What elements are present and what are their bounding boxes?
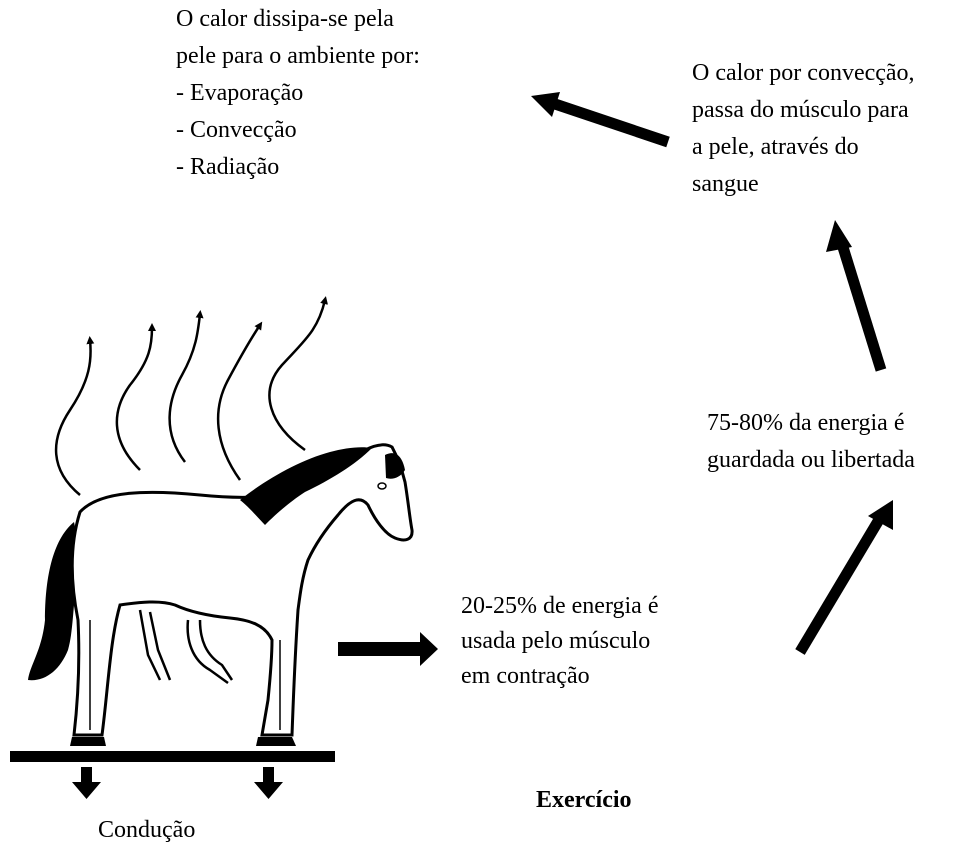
conduction-arrow-right [254,767,283,799]
heat-wave-arrow-4 [218,325,260,480]
heat-loss-item-evaporation: - Evaporação [176,77,303,110]
conduction-label: Condução [98,814,195,847]
heat-wave-arrow-5 [269,300,325,450]
energy-used-line-1: 20-25% de energia é [461,590,658,623]
arrow-energy-to-convection [826,220,881,370]
horse-leg-lines [90,620,280,730]
horse-eye [378,483,386,489]
heat-loss-line-1: O calor dissipa-se pela [176,3,394,36]
convection-line-3: a pele, através do [692,131,859,164]
heat-loss-item-radiation: - Radiação [176,151,279,184]
heat-wave-arrow-1 [56,340,91,495]
conduction-arrow-left [72,767,101,799]
heat-wave-arrow-2 [117,327,152,470]
arrow-convection-to-skin [531,92,668,142]
exercise-label: Exercício [536,784,632,817]
heat-loss-line-2: pele para o ambiente por: [176,40,420,73]
arrow-exercise-to-energy [800,500,893,652]
heat-radiation-arrows [56,300,325,495]
conduction-arrows [72,767,283,799]
horse-body [72,445,412,735]
heat-wave-arrow-3 [170,314,200,462]
arrow-to-muscle [338,632,438,666]
energy-used-line-3: em contração [461,660,590,693]
energy-stored-line-1: 75-80% da energia é [707,407,904,440]
horse-illustration [28,445,412,746]
energy-used-line-2: usada pelo músculo [461,625,650,658]
energy-stored-line-2: guardada ou libertada [707,444,915,477]
heat-loss-item-convection: - Convecção [176,114,297,147]
convection-line-2: passa do músculo para [692,94,909,127]
horse-front-hoof [256,737,296,746]
horse-far-legs [140,610,232,683]
ground-line [10,751,335,762]
convection-line-4: sangue [692,168,759,201]
convection-line-1: O calor por convecção, [692,57,915,90]
horse-back-hoof [70,737,106,746]
